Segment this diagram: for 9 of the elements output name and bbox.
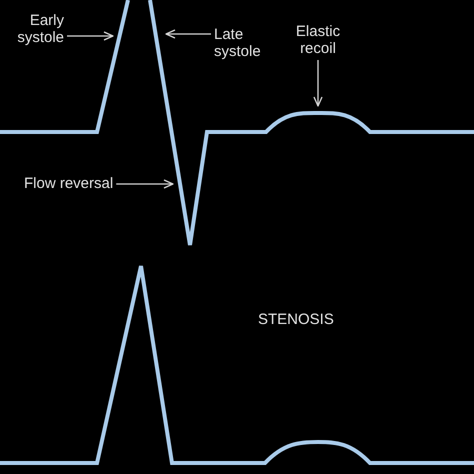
leader-arrow bbox=[116, 179, 174, 189]
callout-label: Flow reversal bbox=[24, 175, 114, 192]
callout-label: Late systole bbox=[214, 26, 274, 60]
waveform-label: STENOSIS bbox=[258, 311, 334, 328]
callout-label: Early systole bbox=[0, 12, 64, 46]
leader-arrow bbox=[165, 29, 211, 39]
callout-label: Elastic recoil bbox=[283, 23, 353, 57]
leader-arrow bbox=[313, 60, 323, 107]
leader-arrow bbox=[67, 31, 114, 41]
